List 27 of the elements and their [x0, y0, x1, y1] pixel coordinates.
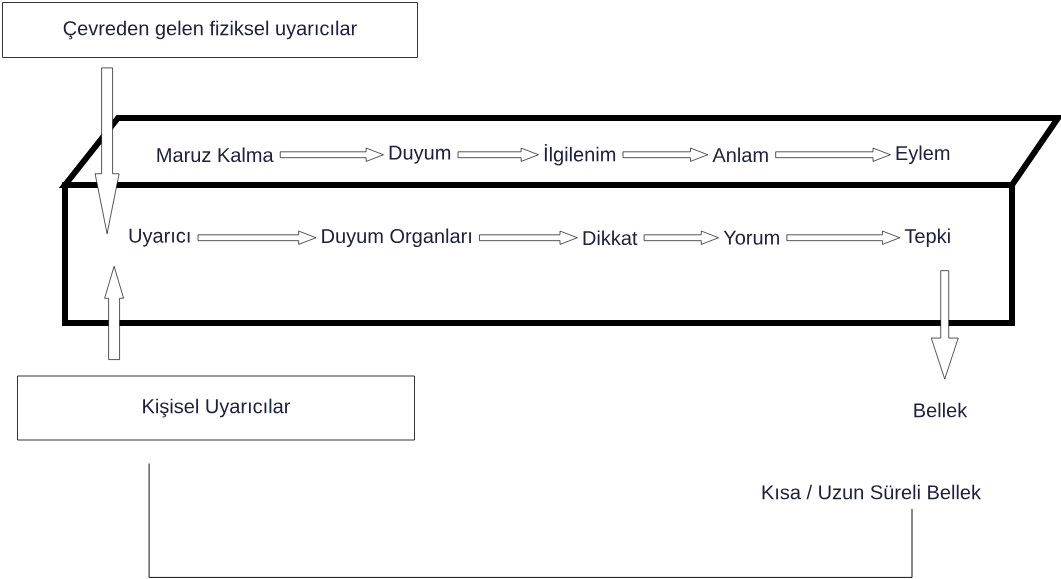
block-arrow [279, 147, 384, 162]
block-arrow [786, 230, 901, 245]
block-arrow [197, 230, 317, 245]
block-arrow [930, 270, 959, 380]
step-label: Duyum [389, 145, 451, 164]
step-label: Duyum Organları [322, 228, 471, 248]
step-label: Tepki [904, 228, 950, 248]
step-label: Yorum [723, 230, 779, 245]
text-box: Çevreden gelen fiziksel uyarıcılar [2, 2, 418, 58]
step-label: İlgilenim [544, 144, 616, 166]
step-label: Maruz Kalma [157, 147, 274, 163]
step-label: Dikkat [583, 230, 638, 246]
text-box: Kişisel Uyarıcılar [17, 375, 415, 441]
block-arrow [457, 147, 539, 162]
block-arrow [775, 147, 891, 162]
block-arrow [94, 67, 120, 235]
step-label: Anlam [712, 147, 768, 163]
block-arrow [622, 147, 709, 162]
block-arrow [479, 230, 578, 245]
step-label: Eylem [896, 145, 950, 165]
step-label: Kısa / Uzun Süreli Bellek [762, 484, 982, 500]
step-label: Bellek [914, 402, 968, 418]
step-label: Uyarıcı [129, 228, 190, 247]
front-face [62, 182, 1015, 326]
block-arrow [643, 230, 719, 245]
block-arrow [104, 265, 124, 360]
connector-line [148, 462, 913, 578]
